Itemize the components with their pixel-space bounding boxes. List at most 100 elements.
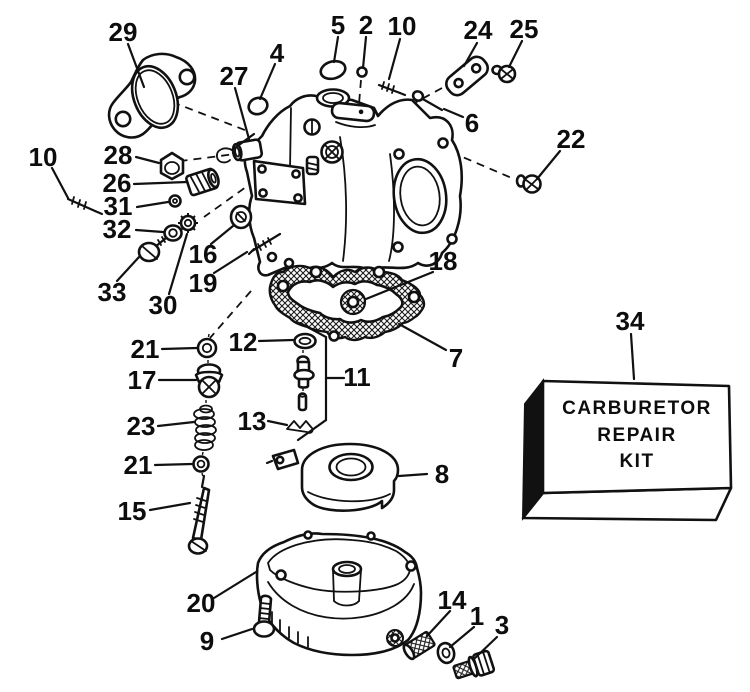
part-5-welch-plug xyxy=(319,59,347,81)
venturi-bore xyxy=(392,157,448,235)
callout-15: 15 xyxy=(118,496,147,526)
callout-10-top: 10 xyxy=(388,11,417,41)
leader-9 xyxy=(220,627,254,641)
leader-6 xyxy=(442,107,465,119)
bolt-hole xyxy=(276,279,290,293)
bolt-hole xyxy=(407,290,421,304)
leader-8 xyxy=(397,472,429,478)
callout-20: 20 xyxy=(187,588,216,618)
carburetor-body xyxy=(216,88,464,277)
body-jet xyxy=(305,155,320,176)
part-11-pin xyxy=(297,392,308,412)
callout-1: 1 xyxy=(470,601,484,631)
part-6-pin xyxy=(411,90,444,112)
part-34-repair-kit-box: CARBURETOR REPAIR KIT xyxy=(521,378,733,522)
leader-20 xyxy=(212,570,258,600)
callout-2: 2 xyxy=(359,10,373,40)
part-11-needle-valve xyxy=(293,355,315,389)
callout-29: 29 xyxy=(109,17,138,47)
callout-24: 24 xyxy=(464,15,493,45)
leader-lines xyxy=(50,35,636,660)
bolt-hole xyxy=(178,68,196,86)
part-8-float xyxy=(265,442,400,512)
part-10-pin-top xyxy=(377,81,407,97)
callout-30: 30 xyxy=(149,290,178,320)
leader-1 xyxy=(448,625,476,649)
part-16-packing-nut xyxy=(229,204,253,230)
leader-28 xyxy=(134,155,161,165)
part-29-flange-gasket xyxy=(107,52,197,139)
part-11-brace xyxy=(296,321,346,442)
callouts: 29 5 2 10 24 25 4 27 6 22 10 28 26 31 3 2… xyxy=(29,10,645,656)
callout-31: 31 xyxy=(104,191,133,221)
part-25-screw xyxy=(491,64,517,84)
leader-34 xyxy=(629,332,636,381)
callout-22: 22 xyxy=(557,124,586,154)
callout-16: 16 xyxy=(189,239,218,269)
bolt-hole xyxy=(328,330,340,342)
leader-10-left xyxy=(50,166,70,200)
leader-4 xyxy=(258,62,277,101)
bowl-shading xyxy=(271,611,309,648)
callout-18: 18 xyxy=(429,246,458,276)
callout-9: 9 xyxy=(200,626,214,656)
leader-21-lower xyxy=(153,462,194,467)
callout-34: 34 xyxy=(616,306,645,336)
pump-boss xyxy=(231,138,264,162)
callout-28: 28 xyxy=(104,140,133,170)
callout-25: 25 xyxy=(510,14,539,44)
part-4-plug xyxy=(247,96,269,116)
callout-21-lower: 21 xyxy=(124,450,153,480)
leader-15 xyxy=(148,501,192,512)
leader-24 xyxy=(462,41,479,68)
bolt-hole xyxy=(309,265,323,279)
part-22-screw xyxy=(515,174,542,194)
bowl-post xyxy=(331,560,363,578)
callout-10-left: 10 xyxy=(29,142,58,172)
callout-19: 19 xyxy=(189,268,218,298)
callout-3: 3 xyxy=(495,610,509,640)
callout-12: 12 xyxy=(229,327,258,357)
part-9-bowl-screw xyxy=(252,594,276,638)
kit-box-line-2: REPAIR xyxy=(597,425,676,446)
callout-13: 13 xyxy=(238,406,267,436)
ear-hole xyxy=(405,560,417,572)
part-17-needle-seat xyxy=(194,363,224,399)
callout-27: 27 xyxy=(220,61,249,91)
leader-16 xyxy=(209,224,235,246)
callout-7: 7 xyxy=(449,343,463,373)
leader-26 xyxy=(132,180,189,186)
part-33-screw xyxy=(137,236,168,263)
part-7-pump-gasket xyxy=(268,264,426,342)
body-screw xyxy=(303,118,321,136)
part-21-washer-lower xyxy=(192,455,210,473)
leader-29 xyxy=(126,42,146,89)
leader-12 xyxy=(257,338,295,343)
leader-23 xyxy=(156,420,196,428)
callout-14: 14 xyxy=(438,585,467,615)
part-15-mixture-needle xyxy=(187,474,211,555)
callout-6: 6 xyxy=(465,108,479,138)
leader-7 xyxy=(397,322,448,352)
callout-4: 4 xyxy=(270,38,285,68)
bolt-hole xyxy=(114,110,132,128)
callout-17: 17 xyxy=(128,365,157,395)
callout-5: 5 xyxy=(331,10,345,40)
drain-boss xyxy=(386,629,404,647)
pump-cover-plate xyxy=(252,159,307,206)
kit-box-line-3: KIT xyxy=(619,451,654,472)
leader-31 xyxy=(135,200,170,209)
callout-26: 26 xyxy=(103,168,132,198)
bolt-hole xyxy=(372,265,386,279)
leader-22 xyxy=(535,149,562,181)
leader-13 xyxy=(266,419,289,427)
leader-2 xyxy=(361,35,368,70)
callout-11: 11 xyxy=(343,362,371,392)
leader-10-top xyxy=(387,37,402,81)
part-12-washer xyxy=(293,332,317,350)
leader-3 xyxy=(473,635,499,660)
part-28-packing-nut xyxy=(159,151,185,181)
part-21-washer-upper xyxy=(196,337,218,359)
part-32-washer xyxy=(163,224,183,242)
